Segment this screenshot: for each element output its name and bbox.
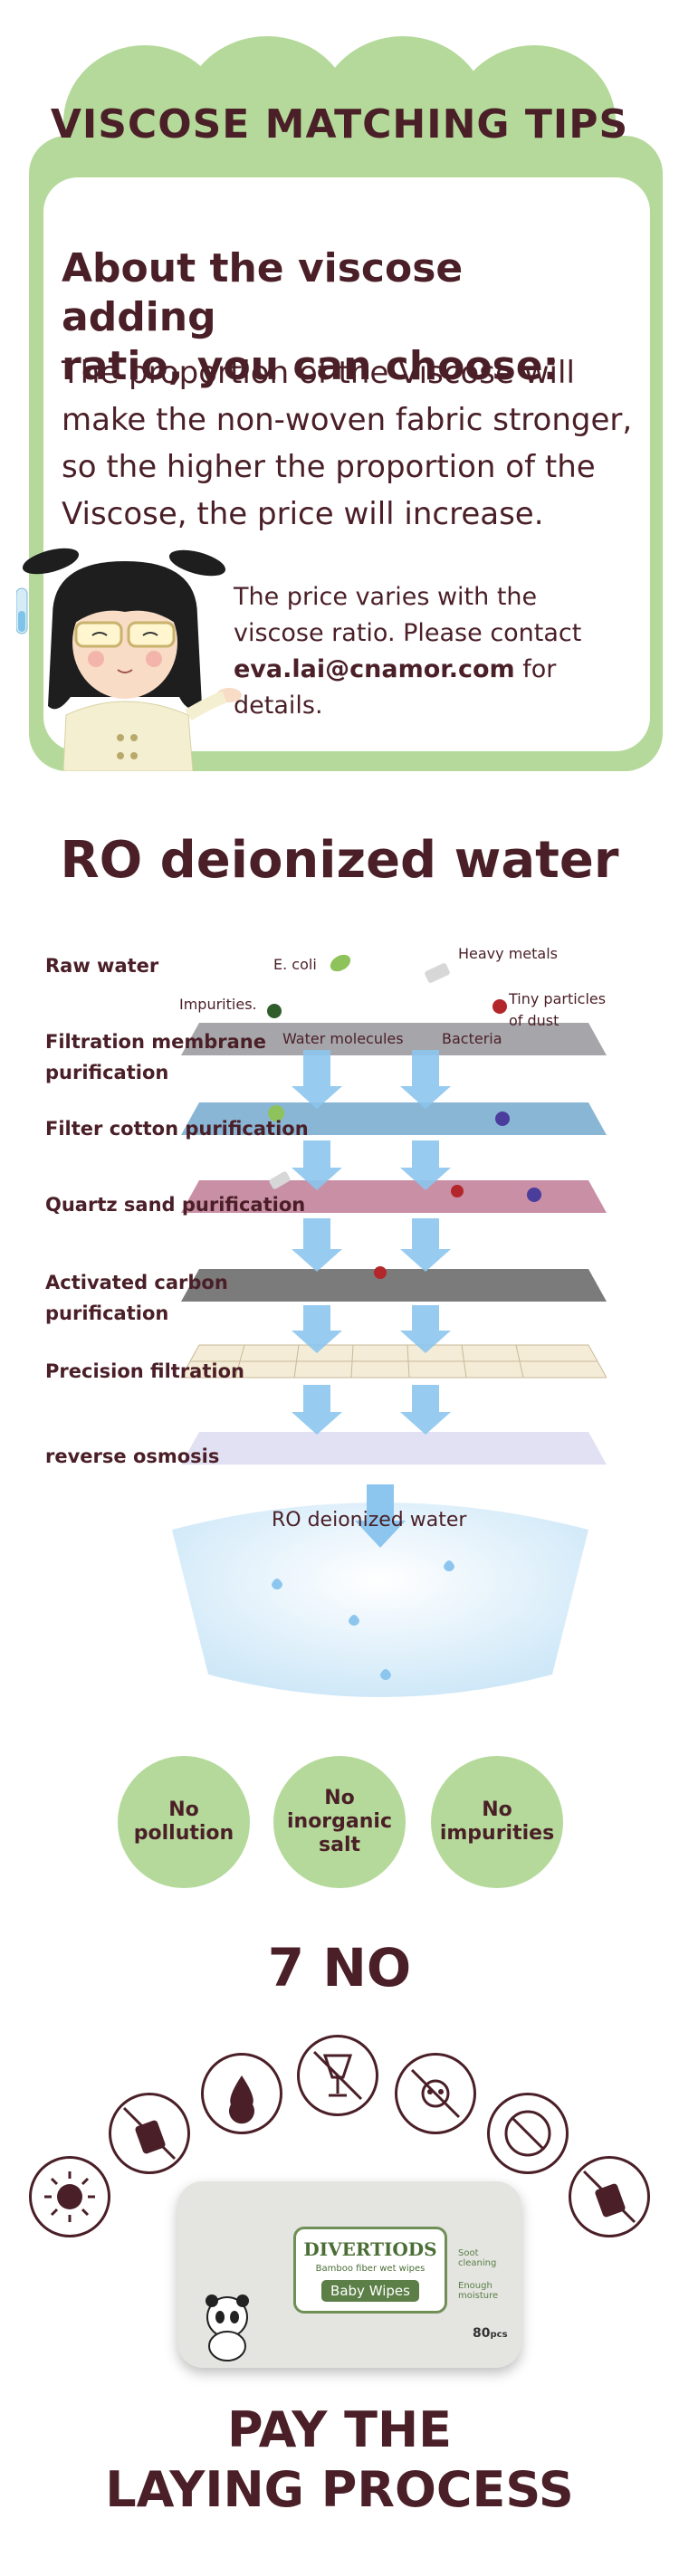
- step-label: reverse osmosis: [45, 1445, 220, 1467]
- feature-soot: Soot cleaning: [458, 2248, 497, 2268]
- impurity-icon: [267, 1004, 282, 1018]
- step-label: Activated carbon: [45, 1272, 228, 1293]
- tips-body-line: Viscose, the price will increase.: [62, 496, 544, 532]
- final-title: PAY THE LAYING PROCESS: [0, 2400, 679, 2520]
- count-unit: pcs: [490, 2330, 508, 2340]
- ecoli-label: E. coli: [273, 956, 317, 973]
- no-spirits-icon: [569, 2156, 650, 2237]
- bacteria-label: Bacteria: [442, 1030, 502, 1047]
- ro-result-label: RO deionized water: [272, 1509, 467, 1531]
- contact-email-link[interactable]: eva.lai@cnamor.com: [234, 655, 515, 683]
- step-label: purification: [45, 1302, 169, 1324]
- tips-heading: About the viscose adding ratio, you can …: [62, 244, 623, 391]
- brand-name: DIVERTIODS: [303, 2238, 437, 2260]
- panda-icon: [206, 2295, 249, 2361]
- tips-body-line: The proportion of the Viscose will: [62, 355, 575, 391]
- final-title-line: LAYING PROCESS: [105, 2461, 574, 2518]
- no-fragrance-icon: [487, 2093, 569, 2174]
- tips-price-note: The price varies with the viscose ratio.…: [234, 579, 641, 724]
- step-label: Quartz sand purification: [45, 1194, 306, 1216]
- count-badge: 80pcs: [473, 2326, 508, 2341]
- tips-heading-line: ratio, you can choose:: [62, 343, 559, 389]
- badge-line: pollution: [133, 1822, 234, 1845]
- ro-water-bowl: [172, 1484, 588, 1697]
- raw-water-label: Raw water: [45, 955, 159, 977]
- heavy-metal-icon: [425, 963, 450, 983]
- no-chemicals-icon: [395, 2053, 476, 2134]
- cloud-bump: [453, 45, 616, 199]
- badge-line: impurities: [439, 1822, 555, 1845]
- tips-heading-line: About the viscose adding: [62, 245, 464, 340]
- product-name: Baby Wipes: [321, 2280, 419, 2302]
- final-title-line: PAY THE: [226, 2401, 453, 2458]
- no-alcohol-bottle-icon: [109, 2093, 190, 2174]
- product-subtitle: Bamboo fiber wet wipes: [315, 2264, 426, 2274]
- filter-layers: [180, 1023, 607, 1465]
- step-label: purification: [45, 1062, 169, 1083]
- no-glass-icon: [297, 2035, 378, 2116]
- feature-moisture: Enough moisture: [458, 2281, 499, 2301]
- impurities-label: Impurities.: [179, 996, 257, 1013]
- oil-drop-icon: [201, 2053, 282, 2134]
- heavy-metals-label: Heavy metals: [458, 945, 558, 962]
- tiny-particles-label: of dust: [509, 1012, 559, 1029]
- price-line-rest: for details.: [234, 655, 557, 720]
- package-label: DIVERTIODS Bamboo fiber wet wipes Baby W…: [293, 2227, 447, 2314]
- dust-particle-icon: [493, 999, 507, 1014]
- tips-title: VISCOSE MATCHING TIPS: [50, 101, 629, 148]
- badge-line: inorganic salt: [286, 1810, 392, 1856]
- price-line: eva.lai@cnamor.com for details.: [234, 652, 641, 724]
- price-line: viscose ratio. Please contact: [234, 619, 582, 647]
- tips-body-line: so the higher the proportion of the: [62, 449, 596, 485]
- tips-body: The proportion of the Viscose will make …: [62, 349, 641, 538]
- badge-line: No: [168, 1798, 199, 1821]
- tiny-particles-label: Tiny particles: [509, 990, 607, 1007]
- badge-line: No: [482, 1798, 512, 1821]
- water-molecules-label: Water molecules: [282, 1030, 404, 1047]
- step-label: Precision filtration: [45, 1360, 244, 1382]
- scientist-girl-illustration: [16, 548, 242, 771]
- ecoli-icon: [330, 954, 351, 972]
- badge-line: No: [324, 1787, 355, 1809]
- ro-section-title: RO deionized water: [60, 831, 619, 890]
- step-label: Filtration membrane: [45, 1031, 266, 1053]
- step-label: Filter cotton purification: [45, 1118, 309, 1140]
- sun-icon: [29, 2156, 110, 2237]
- price-line: The price varies with the: [234, 583, 538, 611]
- seven-no-title: 7 NO: [267, 1937, 412, 1999]
- wipes-package: DIVERTIODS Bamboo fiber wet wipes Baby W…: [177, 2181, 521, 2368]
- tips-body-line: make the non-woven fabric stronger,: [62, 402, 633, 438]
- count-value: 80: [473, 2326, 491, 2341]
